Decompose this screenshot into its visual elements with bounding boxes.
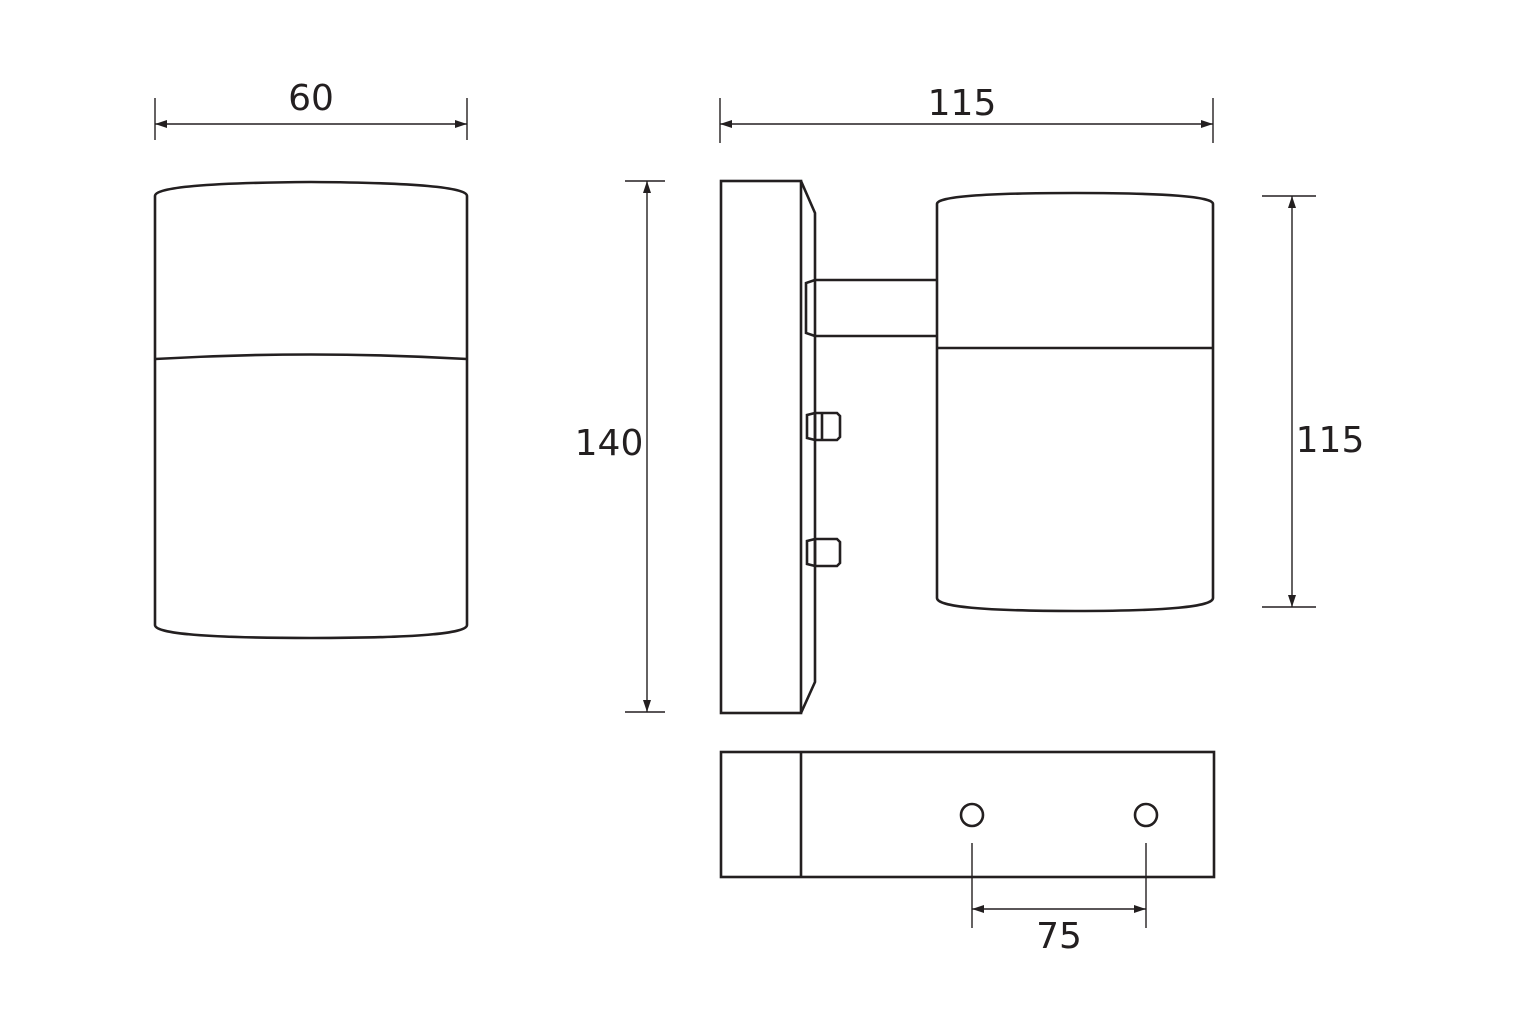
- mount-height-label: 140: [575, 423, 644, 464]
- hole-spacing-label: 75: [1036, 916, 1082, 957]
- side-depth-dimension: 115: [719, 83, 1214, 143]
- mounting-hole-left: [959, 802, 985, 828]
- front-view-outline: [153, 180, 469, 640]
- mount-height-dimension: 140: [575, 180, 665, 713]
- arm-collar: [804, 278, 816, 338]
- hole-spacing-dimension: 75: [971, 843, 1147, 957]
- head-height-dimension: 115: [1262, 195, 1365, 608]
- head-height-label: 115: [1296, 420, 1365, 461]
- bottom-view-outline: [719, 750, 1216, 879]
- side-view: [719, 179, 1215, 715]
- mounting-hole-right: [1133, 802, 1159, 828]
- lamp-head: [935, 191, 1215, 613]
- mounting-plate-bevel: [799, 180, 817, 714]
- front-view: [153, 180, 469, 640]
- front-width-dimension: 60: [154, 78, 468, 140]
- front-width-label: 60: [288, 78, 334, 119]
- arm: [815, 278, 937, 338]
- side-screw-lower: [805, 537, 842, 568]
- front-view-seam: [154, 353, 468, 361]
- bottom-view: [719, 750, 1216, 879]
- mounting-plate: [719, 179, 803, 715]
- side-depth-label: 115: [928, 83, 997, 124]
- side-screw-upper: [805, 411, 842, 442]
